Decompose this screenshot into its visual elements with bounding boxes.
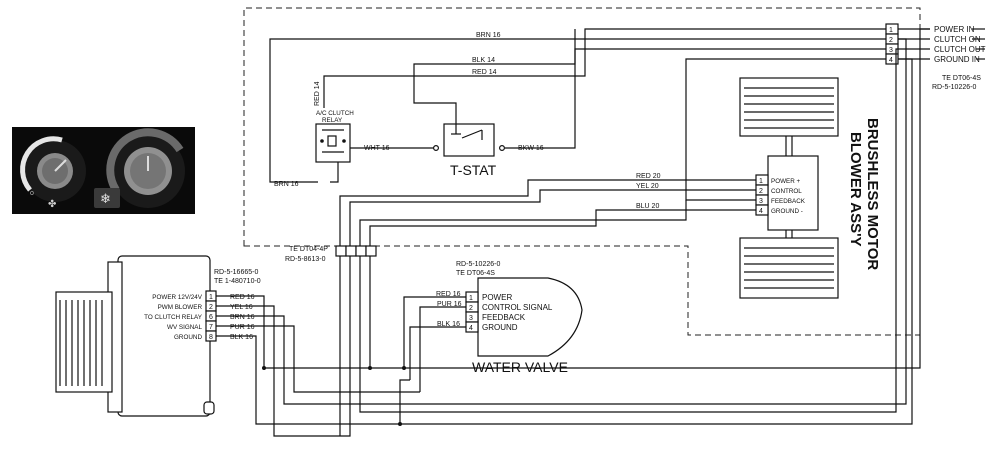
blower-pin-3: 3 [759, 198, 763, 205]
connector-part-number: TE DT06-4S [942, 75, 981, 82]
wire-label-red14-vertical: RED 14 [314, 81, 321, 106]
wire-label-red20: RED 20 [636, 173, 661, 180]
controller-signal-wv: WV SIGNAL [167, 324, 202, 331]
controller-pin-8: 8 [209, 334, 213, 341]
signal-clutch-on: CLUTCH ON [934, 35, 981, 44]
controller-pin-2: 2 [209, 304, 213, 311]
controller-wire-blk16: BLK 16 [230, 334, 253, 341]
ac-clutch-relay: A/C CLUTCH RELAY [315, 110, 354, 163]
connector-pin-3: 3 [889, 47, 893, 54]
blower-signal-ground: GROUND - [771, 208, 803, 215]
relay-label: A/C CLUTCH [316, 110, 354, 117]
water-valve-signal-ground: GROUND [482, 323, 518, 332]
connector-pin-4: 4 [889, 57, 893, 64]
blower-pin-2: 2 [759, 188, 763, 195]
blower-connector: TE DT04-4P RD-5-8613-0 [285, 245, 377, 263]
blower-title: BRUSHLESS MOTOR [864, 118, 881, 270]
controller-wire-red16: RED 16 [230, 294, 255, 301]
wire-label-bkw16: BKW 16 [518, 145, 544, 152]
wire-label-blk14: BLK 14 [472, 57, 495, 64]
controller-signal-ground: GROUND [174, 334, 202, 341]
signal-power-in: POWER IN [934, 25, 975, 34]
water-valve-title: WATER VALVE [472, 359, 568, 375]
signal-clutch-out: CLUTCH OUT [934, 45, 986, 54]
blower-pin-1: 1 [759, 178, 763, 185]
water-valve-signal-power: POWER [482, 293, 512, 302]
off-mark-icon: o [30, 190, 34, 197]
signal-ground-in: GROUND IN [934, 55, 980, 64]
controller-wire-yel16: YEL 16 [230, 304, 253, 311]
controller-signal-power: POWER 12V/24V [152, 294, 202, 301]
wire-label-wht16: WHT 16 [364, 145, 390, 152]
power-connector: 1 2 3 4 POWER IN CLUTCH ON CLUTCH OUT GR… [885, 23, 986, 91]
wire-label-brn16-relay: BRN 16 [274, 181, 299, 188]
water-valve-rd: RD-5-10226-0 [456, 261, 500, 268]
water-valve-signal-feedback: FEEDBACK [482, 313, 526, 322]
control-panel: ✤ ❄ o [12, 127, 195, 214]
controller-signal-clutch: TO CLUTCH RELAY [144, 314, 203, 321]
fan-icon: ✤ [48, 199, 56, 210]
controller-signal-pwm: PWM BLOWER [158, 304, 203, 311]
blower-signal-feedback: FEEDBACK [771, 198, 806, 205]
connector-rd-number: RD-5-10226-0 [932, 84, 976, 91]
wv-wire-pur16: PUR 16 [437, 301, 462, 308]
controller-te-number: TE 1-480710-0 [214, 278, 261, 285]
water-valve-pin-3: 3 [469, 315, 473, 322]
water-valve: RD-5-10226-0 TE DT06-4S 1 2 3 4 POWER CO… [456, 261, 583, 375]
mid-connector-rd: RD-5-8613-0 [285, 256, 326, 263]
wv-wire-red16: RED 16 [436, 291, 461, 298]
water-valve-signal-control: CONTROL SIGNAL [482, 303, 553, 312]
water-valve-pin-1: 1 [469, 295, 473, 302]
blower-signal-power: POWER + [771, 178, 801, 185]
mid-connector-part: TE DT04-4P [289, 246, 328, 253]
wire-label-blu20: BLU 20 [636, 203, 659, 210]
wire-label-yel20: YEL 20 [636, 183, 659, 190]
controller-pin-7: 7 [209, 324, 213, 331]
blower-signal-control: CONTROL [771, 188, 802, 195]
relay-label-2: RELAY [322, 117, 343, 124]
water-valve-te: TE DT06-4S [456, 270, 495, 277]
t-stat-label: T-STAT [450, 162, 497, 178]
connector-pin-2: 2 [889, 37, 893, 44]
controller-wire-pur16: PUR 16 [230, 324, 255, 331]
controller-rd-number: RD-5-16665-0 [214, 269, 258, 276]
wire-label-brn16: BRN 16 [476, 32, 501, 39]
wire-label-red14: RED 14 [472, 69, 497, 76]
water-valve-pin-2: 2 [469, 305, 473, 312]
water-valve-pin-4: 4 [469, 325, 473, 332]
t-stat: T-STAT [433, 120, 506, 178]
hvac-controller: RD-5-16665-0 TE 1-480710-0 1 2 6 7 8 POW… [55, 255, 261, 417]
snowflake-icon: ❄ [100, 191, 111, 206]
blower-pin-4: 4 [759, 208, 763, 215]
controller-pin-6: 6 [209, 314, 213, 321]
controller-wire-brn16: BRN 16 [230, 314, 255, 321]
connector-pin-1: 1 [889, 27, 893, 34]
wv-wire-blk16: BLK 16 [437, 321, 460, 328]
brushless-blower-assembly: 1 2 3 4 POWER + CONTROL FEEDBACK GROUND … [739, 77, 881, 299]
blower-title-2: BLOWER ASS'Y [847, 132, 864, 247]
controller-pin-1: 1 [209, 294, 213, 301]
